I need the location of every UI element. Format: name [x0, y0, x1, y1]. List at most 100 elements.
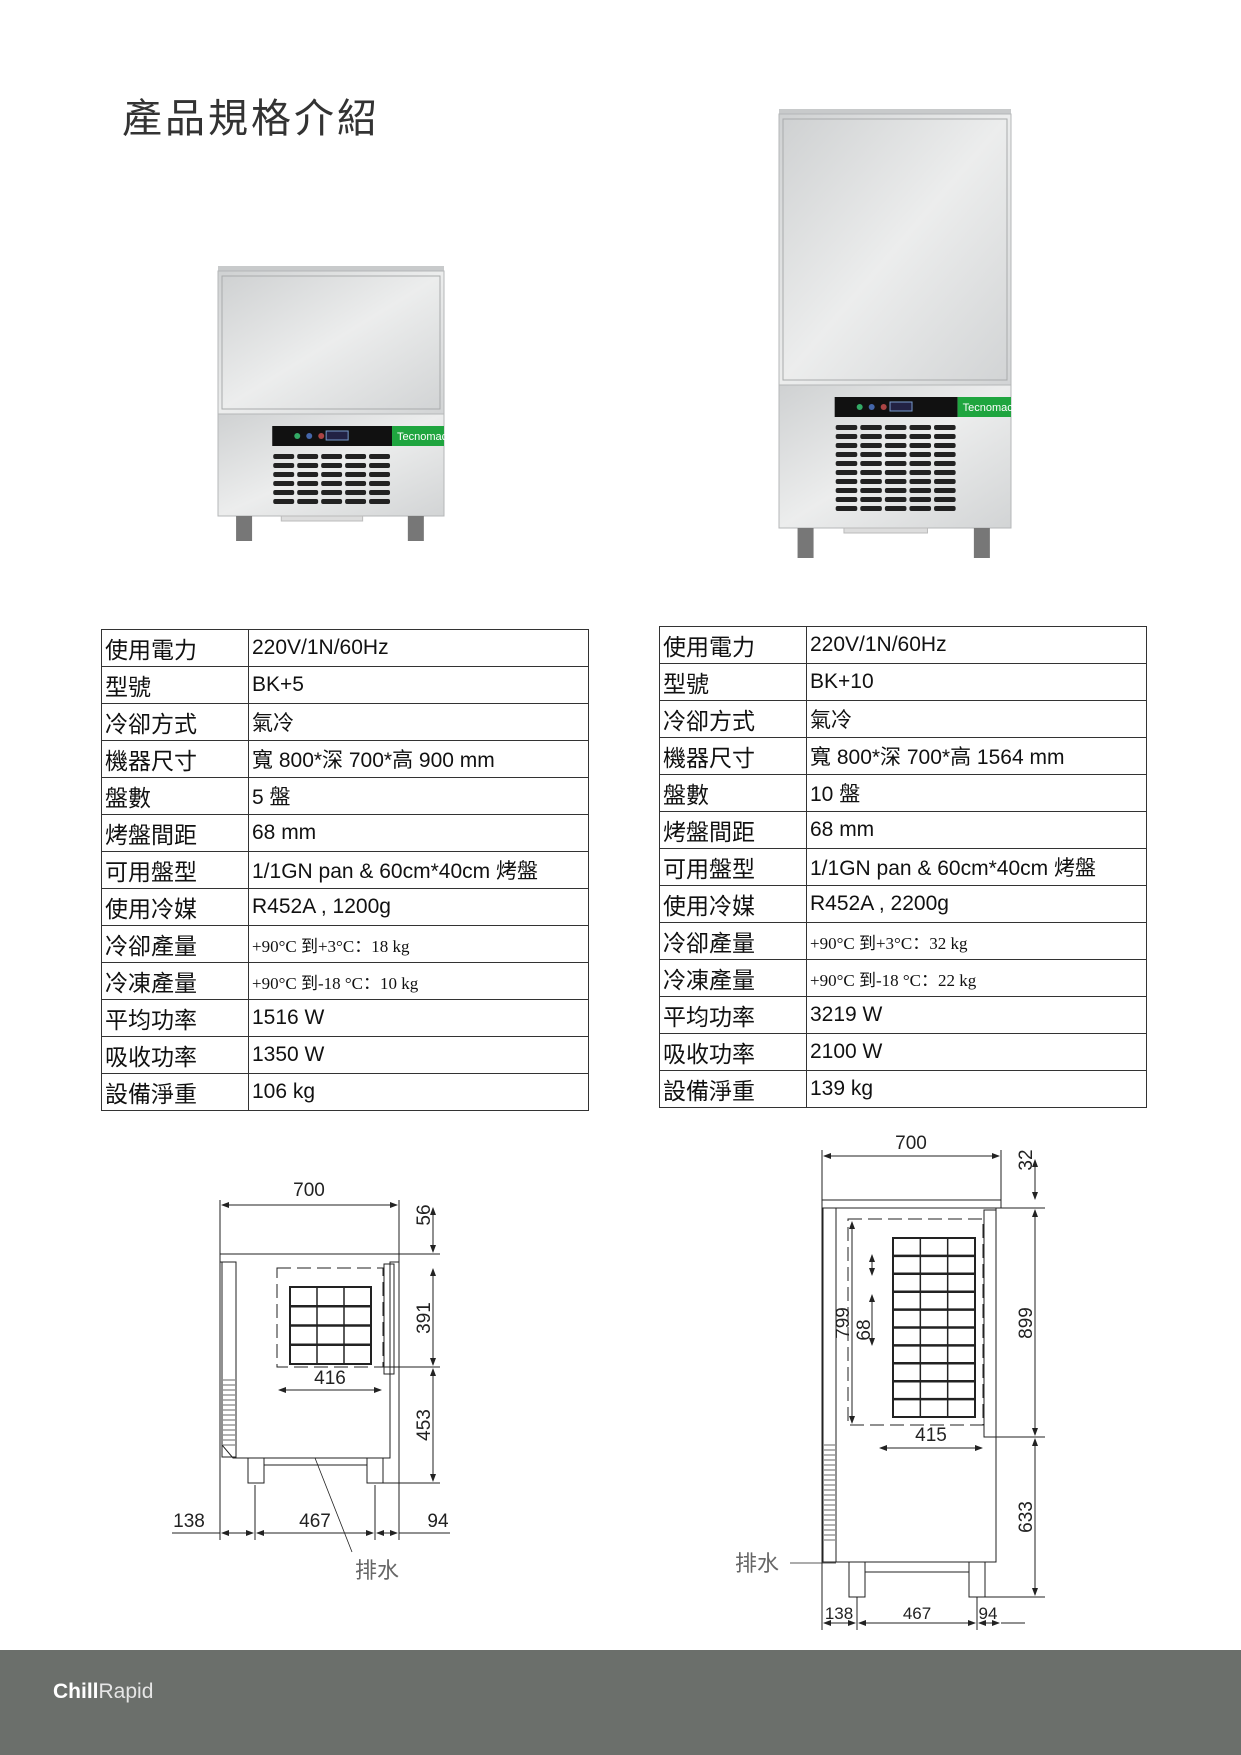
spec-value: BK+5: [248, 666, 589, 704]
spec-row: 機器尺寸寬 800*深 700*高 900 mm: [101, 740, 589, 778]
spec-label: 冷凍產量: [101, 962, 249, 1000]
brand-label: Tecnomac: [397, 431, 448, 443]
dimension-label: 467: [299, 1511, 331, 1532]
dimension-label: 68: [854, 1319, 875, 1340]
spec-label: 機器尺寸: [659, 737, 807, 775]
door: [782, 118, 1008, 381]
brand-badge: [392, 426, 444, 446]
spec-row: 冷卻方式氣冷: [101, 703, 589, 741]
dimension-label: 633: [1016, 1501, 1037, 1533]
page-title: 產品規格介紹: [122, 96, 380, 142]
spec-label: 冷凍產量: [659, 959, 807, 997]
spec-label: 型號: [659, 663, 807, 701]
spec-label: 機器尺寸: [101, 740, 249, 778]
brand-bold: Chill: [53, 1680, 99, 1703]
spec-label: 吸收功率: [659, 1033, 807, 1071]
spec-value: 220V/1N/60Hz: [248, 629, 589, 667]
spec-value: 2100 W: [806, 1033, 1147, 1071]
spec-label: 使用電力: [101, 629, 249, 667]
spec-label: 冷卻方式: [659, 700, 807, 738]
spec-value: 68 mm: [806, 811, 1147, 849]
spec-value: 氣冷: [248, 703, 589, 741]
spec-label: 盤數: [659, 774, 807, 812]
spec-value: 5 盤: [248, 777, 589, 815]
spec-value: 3219 W: [806, 996, 1147, 1034]
spec-label: 冷卻方式: [101, 703, 249, 741]
spec-label: 可用盤型: [659, 848, 807, 886]
spec-row: 冷卻產量+90°C 到+3°C：32 kg: [659, 922, 1147, 960]
spec-label: 吸收功率: [101, 1036, 249, 1074]
dimension-label: 453: [414, 1409, 435, 1441]
spec-label: 使用冷媒: [659, 885, 807, 923]
spec-row: 機器尺寸寬 800*深 700*高 1564 mm: [659, 737, 1147, 775]
brand-regular: Rapid: [98, 1680, 154, 1703]
spec-value: R452A , 2200g: [806, 885, 1147, 923]
dimension-label: 56: [414, 1204, 435, 1225]
spec-label: 設備淨重: [659, 1070, 807, 1108]
spec-label: 盤數: [101, 777, 249, 815]
leg: [236, 516, 253, 541]
dimension-label: 94: [427, 1511, 449, 1532]
leg: [797, 528, 814, 558]
spec-value: +90°C 到+3°C：32 kg: [806, 922, 1147, 960]
spec-label: 烤盤間距: [659, 811, 807, 849]
dimension-label: 700: [293, 1180, 325, 1201]
spec-value: 寬 800*深 700*高 900 mm: [248, 740, 589, 778]
spec-label: 平均功率: [659, 996, 807, 1034]
brand-label: Tecnomac: [963, 402, 1014, 414]
dimension-label: 467: [903, 1604, 931, 1623]
spec-label: 平均功率: [101, 999, 249, 1037]
dimension-label: 700: [895, 1133, 927, 1154]
spec-label: 設備淨重: [101, 1073, 249, 1111]
spec-label: 冷卻產量: [659, 922, 807, 960]
leg: [407, 516, 424, 541]
spec-label: 使用冷媒: [101, 888, 249, 926]
dimension-label: 416: [314, 1368, 346, 1389]
dimension-label: 32: [1016, 1149, 1037, 1170]
brand-badge: [957, 397, 1011, 417]
spec-value: +90°C 到+3°C：18 kg: [248, 925, 589, 963]
dimension-label: 排水: [735, 1551, 779, 1576]
spec-value: R452A , 1200g: [248, 888, 589, 926]
spec-label: 可用盤型: [101, 851, 249, 889]
spec-value: 寬 800*深 700*高 1564 mm: [806, 737, 1147, 775]
spec-label: 型號: [101, 666, 249, 704]
dimension-label: 排水: [355, 1558, 399, 1583]
footer-brand-logo: ChillRapid: [53, 1680, 153, 1704]
spec-value: 220V/1N/60Hz: [806, 626, 1147, 664]
spec-label: 烤盤間距: [101, 814, 249, 852]
dimension-label: 138: [825, 1604, 853, 1623]
spec-row: 冷凍產量+90°C 到-18 °C：10 kg: [101, 962, 589, 1000]
spec-row: 冷卻產量+90°C 到+3°C：18 kg: [101, 925, 589, 963]
footer: ChillRapid: [0, 1650, 1241, 1755]
dimension-label: 415: [915, 1425, 947, 1446]
machine-photo-bk5: Tecnomac: [217, 266, 448, 541]
spec-value: 106 kg: [248, 1073, 589, 1111]
spec-label: 冷卻產量: [101, 925, 249, 963]
dimension-label: 899: [1016, 1307, 1037, 1339]
spec-value: 10 盤: [806, 774, 1147, 812]
dimension-label: 391: [414, 1302, 435, 1334]
spec-value: +90°C 到-18 °C：22 kg: [806, 959, 1147, 997]
spec-row: 冷卻方式氣冷: [659, 700, 1147, 738]
spec-value: BK+10: [806, 663, 1147, 701]
